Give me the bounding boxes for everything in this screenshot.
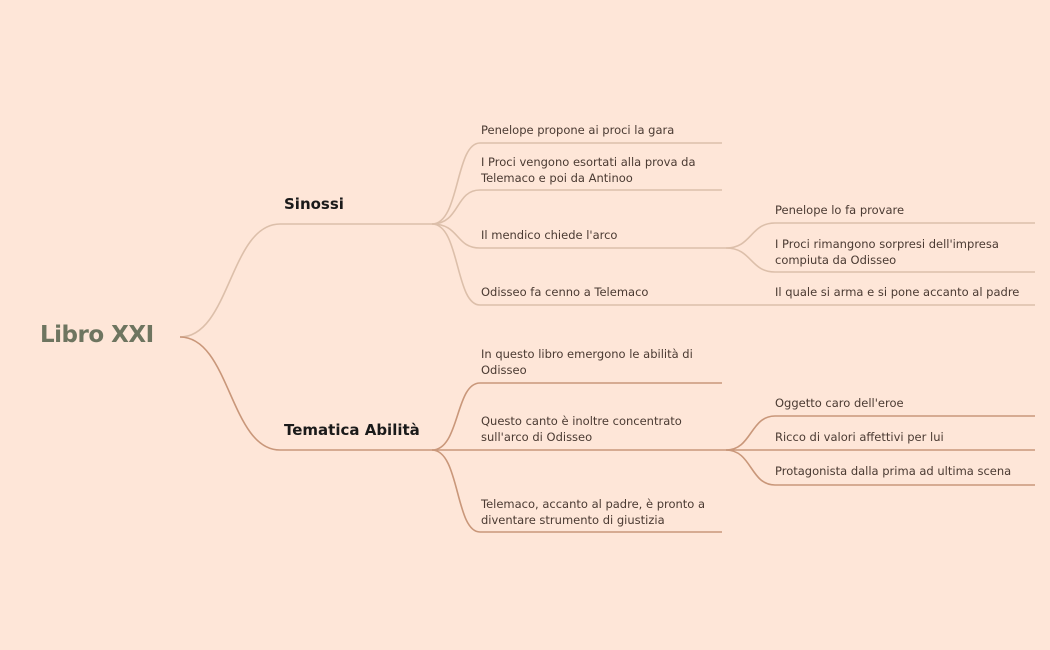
root-topic[interactable]: Libro XXI	[40, 322, 154, 348]
tematica-connectors	[179, 336, 1035, 533]
topic-oggetto-caro[interactable]: Oggetto caro dell'eroe	[775, 396, 904, 410]
topic-telemaco-giustizia[interactable]: Telemaco, accanto al padre, è pronto a d…	[481, 497, 706, 527]
topic-penelope-propone[interactable]: Penelope propone ai proci la gara	[481, 123, 675, 137]
branch-tematica-label: Tematica Abilità	[284, 421, 420, 439]
root-topic-label: Libro XXI	[40, 322, 154, 348]
topic-mendico-chiede-arco[interactable]: Il mendico chiede l'arco	[481, 228, 618, 242]
topic-valori-affettivi[interactable]: Ricco di valori affettivi per lui	[775, 430, 944, 444]
branch-sinossi-label: Sinossi	[284, 195, 344, 213]
sinossi-connectors	[179, 142, 1035, 338]
branch-tematica-abilita[interactable]: Tematica Abilità	[284, 421, 420, 439]
topic-abilita-odisseo[interactable]: In questo libro emergono le abilità di O…	[481, 347, 693, 377]
topic-proci-esortati[interactable]: I Proci vengono esortati alla prova da T…	[481, 155, 696, 185]
branch-sinossi[interactable]: Sinossi	[284, 195, 344, 213]
topic-odisseo-cenno[interactable]: Odisseo fa cenno a Telemaco	[481, 285, 649, 299]
topic-proci-sorpresi[interactable]: I Proci rimangono sorpresi dell'impresa …	[775, 237, 999, 267]
topic-penelope-lo-fa-provare[interactable]: Penelope lo fa provare	[775, 203, 905, 217]
topic-arco-odisseo[interactable]: Questo canto è inoltre concentrato sull'…	[481, 414, 682, 444]
topic-quale-si-arma[interactable]: Il quale si arma e si pone accanto al pa…	[775, 285, 1020, 299]
topic-protagonista[interactable]: Protagonista dalla prima ad ultima scena	[775, 464, 1012, 478]
